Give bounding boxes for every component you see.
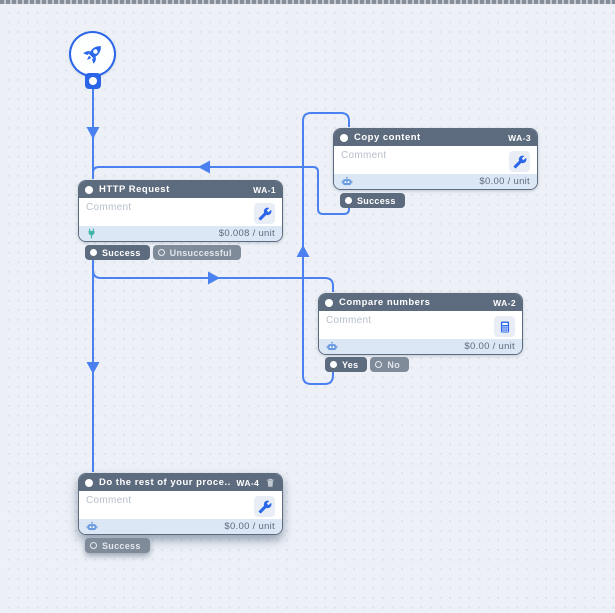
output-label: Unsuccessful — [169, 247, 232, 258]
wrench-icon — [513, 155, 526, 168]
comment-input[interactable]: Comment — [86, 495, 132, 506]
output-port-filled-icon — [345, 197, 352, 204]
arrow-up-icon — [296, 245, 310, 257]
configure-action-button[interactable] — [254, 203, 275, 224]
node-do-the-rest[interactable]: Do the rest of your proce... WA-4 Commen… — [78, 473, 283, 535]
arrow-down-icon — [86, 362, 100, 374]
node-badge: WA-2 — [493, 297, 516, 308]
arrow-left-icon — [198, 160, 210, 174]
configure-action-button[interactable] — [509, 151, 530, 172]
node-title: Compare numbers — [339, 297, 431, 308]
node-http-request[interactable]: HTTP Request WA-1 Comment $0.008 / unit — [78, 180, 283, 242]
input-port-dot — [85, 185, 93, 194]
node-outputs: Yes No — [325, 357, 410, 372]
comment-input[interactable]: Comment — [341, 150, 387, 161]
robot-icon — [326, 341, 338, 350]
input-port-dot — [340, 133, 348, 142]
trash-icon[interactable] — [265, 477, 276, 488]
node-body: Comment — [79, 198, 282, 226]
port-hole — [89, 77, 97, 85]
node-badge: WA-4 — [236, 477, 260, 488]
output-port-outline-icon — [375, 361, 383, 368]
calculator-icon — [500, 320, 509, 333]
arrow-right-icon — [208, 271, 220, 285]
node-badge: WA-1 — [253, 184, 276, 195]
arrow-down-icon — [86, 127, 100, 139]
node-footer: $0.00 / unit — [79, 519, 282, 534]
canvas-top-dashed-border — [0, 0, 615, 4]
input-port-dot — [325, 298, 333, 307]
output-no[interactable]: No — [370, 357, 410, 372]
output-label: No — [387, 359, 401, 370]
node-header[interactable]: Copy content WA-3 — [334, 129, 537, 146]
configure-action-button[interactable] — [494, 316, 515, 337]
node-header[interactable]: Do the rest of your proce... WA-4 — [79, 474, 282, 491]
configure-action-button[interactable] — [254, 496, 275, 517]
cost-per-unit: $0.00 / unit — [224, 521, 275, 532]
node-title: Do the rest of your proce... — [99, 477, 231, 488]
node-footer: $0.008 / unit — [79, 226, 282, 241]
output-label: Success — [357, 195, 396, 206]
node-body: Comment — [79, 491, 282, 519]
node-title: HTTP Request — [99, 184, 170, 195]
robot-icon — [86, 521, 98, 530]
node-badge: WA-3 — [508, 132, 531, 143]
wrench-icon — [258, 500, 271, 513]
node-body: Comment — [319, 311, 522, 339]
node-footer: $0.00 / unit — [319, 339, 522, 354]
robot-icon — [341, 176, 353, 185]
node-header[interactable]: HTTP Request WA-1 — [79, 181, 282, 198]
node-compare-numbers[interactable]: Compare numbers WA-2 Comment — [318, 293, 523, 355]
wrench-icon — [258, 207, 271, 220]
node-outputs: Success Unsuccessful — [85, 245, 241, 260]
rocket-icon — [83, 45, 101, 64]
edge-copy-success-to-http — [92, 166, 350, 215]
input-port-dot — [85, 478, 93, 487]
output-label: Success — [102, 540, 141, 551]
node-header[interactable]: Compare numbers WA-2 — [319, 294, 522, 311]
comment-input[interactable]: Comment — [86, 202, 132, 213]
node-body: Comment — [334, 146, 537, 174]
node-outputs: Success — [85, 538, 150, 553]
start-node[interactable] — [69, 31, 116, 77]
output-port-outline-icon — [90, 542, 97, 549]
output-yes[interactable]: Yes — [325, 357, 368, 372]
node-copy-content[interactable]: Copy content WA-3 Comment $0.00 / — [333, 128, 538, 190]
cost-per-unit: $0.008 / unit — [218, 228, 275, 239]
output-success[interactable]: Success — [85, 245, 150, 260]
output-unsuccessful[interactable]: Unsuccessful — [152, 245, 241, 260]
output-label: Yes — [342, 359, 359, 370]
node-title: Copy content — [354, 132, 421, 143]
cost-per-unit: $0.00 / unit — [479, 176, 530, 187]
output-label: Success — [102, 247, 141, 258]
node-outputs: Success — [340, 193, 405, 208]
output-port-filled-icon — [330, 361, 337, 368]
output-success[interactable]: Success — [340, 193, 405, 208]
plug-icon — [88, 228, 95, 239]
cost-per-unit: $0.00 / unit — [464, 341, 515, 352]
output-success[interactable]: Success — [85, 538, 150, 553]
node-footer: $0.00 / unit — [334, 174, 537, 189]
output-port-outline-icon — [157, 249, 165, 256]
output-port-filled-icon — [90, 249, 97, 256]
start-output-port[interactable] — [85, 73, 101, 89]
comment-input[interactable]: Comment — [326, 315, 372, 326]
